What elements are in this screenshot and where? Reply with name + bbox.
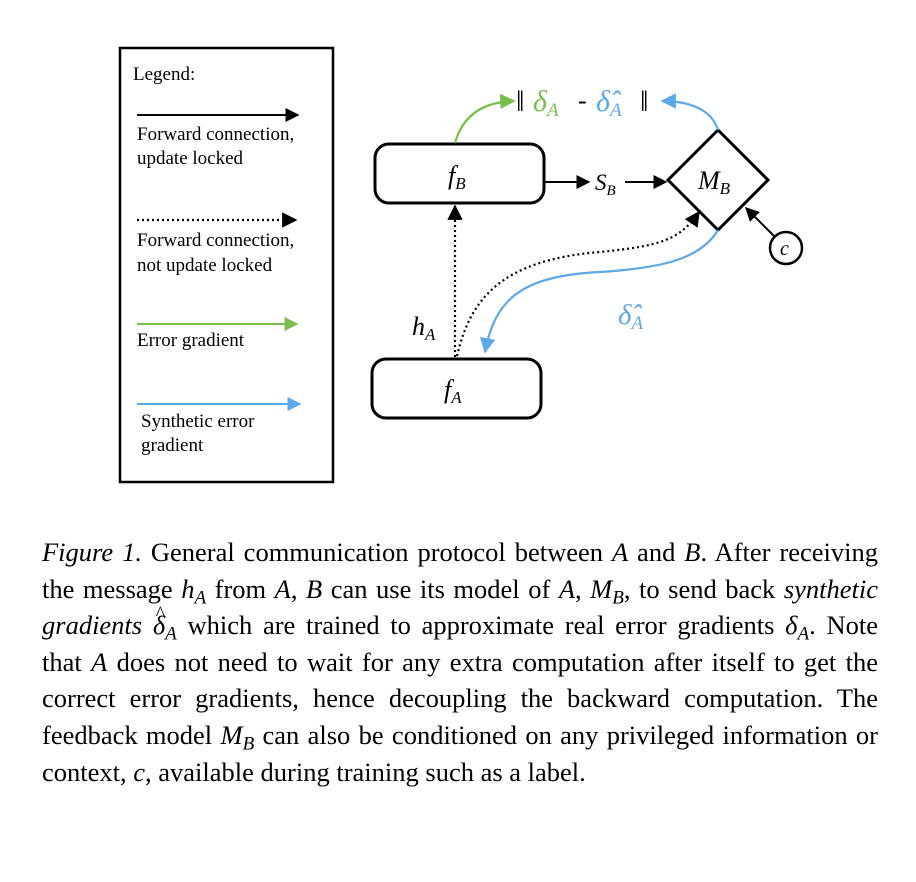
caption-math: B bbox=[684, 537, 701, 567]
legend-item-3-line1: Error gradient bbox=[137, 330, 245, 351]
context-c-circle bbox=[768, 230, 804, 266]
arrow-c-to-MB bbox=[745, 207, 775, 237]
caption-text: can also be conditioned on any privilege… bbox=[42, 719, 878, 787]
caption-text: does not need to wait for any extra comp… bbox=[42, 646, 878, 750]
caption-text: and bbox=[628, 537, 685, 567]
legend-item-2-line2: not update locked bbox=[137, 255, 273, 276]
diagram: Legend: Forward connection, update locke… bbox=[118, 46, 804, 484]
caption-math: δ bbox=[785, 610, 798, 641]
caption-math: A bbox=[611, 537, 629, 567]
context-c: c bbox=[768, 230, 804, 266]
caption-text bbox=[142, 610, 153, 640]
arrow-synthetic-gradient bbox=[480, 229, 719, 354]
caption-math-hat: δ bbox=[153, 596, 165, 644]
caption-math: A bbox=[91, 646, 108, 677]
caption-text: , to send back bbox=[623, 573, 784, 604]
legend: Legend: Forward connection, update locke… bbox=[118, 46, 335, 484]
module-fA-box bbox=[370, 357, 543, 420]
model-MB-label: MB bbox=[697, 166, 731, 198]
expr-close: ‖ bbox=[640, 85, 648, 118]
module-fB: fB bbox=[373, 142, 546, 205]
caption-text: can use its model of bbox=[322, 573, 559, 604]
legend-item-4-line1: Synthetic error bbox=[141, 411, 255, 432]
caption-math: c bbox=[133, 756, 146, 787]
caption-math: A bbox=[274, 573, 291, 604]
caption-math-sub: A bbox=[797, 623, 810, 645]
figure-1: Legend: Forward connection, update locke… bbox=[118, 46, 804, 484]
module-fA: fA bbox=[370, 357, 543, 420]
figure-caption: Figure 1. General communication protocol… bbox=[42, 534, 878, 790]
caption-text: , bbox=[575, 573, 591, 604]
legend-item-4-line2: gradient bbox=[141, 435, 204, 456]
arrow-synthetic-to-expr bbox=[660, 93, 720, 131]
legend-title: Legend: bbox=[133, 64, 195, 85]
caption-text: , available during training such as a la… bbox=[145, 756, 586, 787]
module-fB-label: fB bbox=[448, 161, 466, 193]
caption-math: h bbox=[181, 573, 195, 604]
caption-text: General communication protocol between bbox=[141, 537, 612, 567]
error-expression: ‖ δA - δ̂A ‖ bbox=[516, 85, 648, 121]
caption-math-sub: A bbox=[165, 623, 177, 645]
caption-math: M bbox=[220, 719, 243, 750]
module-fA-label: fA bbox=[444, 375, 462, 407]
caption-text: from bbox=[206, 573, 275, 604]
arrow-hA-fA-to-MB bbox=[455, 210, 700, 357]
expr-delta: δA bbox=[533, 85, 559, 121]
caption-text: which are trained to approximate real er… bbox=[176, 610, 786, 641]
expr-delta-hat: δ̂A bbox=[596, 85, 622, 121]
legend-item-1-line2: update locked bbox=[137, 148, 244, 169]
label-SB: SB bbox=[595, 170, 616, 199]
legend-frame bbox=[118, 46, 335, 484]
caption-math-sub: A bbox=[194, 586, 207, 608]
caption-math-sub: B bbox=[612, 586, 624, 608]
caption-text: , bbox=[290, 573, 307, 604]
caption-paragraph: Figure 1. General communication protocol… bbox=[42, 534, 878, 790]
caption-text: . After receiving the message bbox=[42, 537, 878, 604]
arrow-error-gradient bbox=[453, 93, 516, 144]
label-synthetic-delta: δ̂A bbox=[618, 299, 643, 334]
legend-item-2-line1: Forward connection, bbox=[137, 230, 294, 251]
caption-math: A bbox=[558, 573, 575, 604]
caption-math: B bbox=[306, 573, 323, 604]
caption-emphasis: synthetic gradients bbox=[42, 573, 879, 641]
caption-text: . Note that bbox=[42, 610, 878, 677]
caption-math: M bbox=[590, 573, 613, 604]
expr-minus: - bbox=[578, 86, 587, 115]
module-fB-box bbox=[373, 142, 546, 205]
expr-open: ‖ bbox=[516, 85, 524, 118]
context-c-label: c bbox=[780, 238, 789, 260]
legend-item-1-line1: Forward connection, bbox=[137, 124, 294, 145]
caption-math-sub: B bbox=[242, 733, 255, 755]
caption-label: Figure 1. bbox=[42, 537, 142, 567]
label-hA: hA bbox=[412, 312, 436, 344]
